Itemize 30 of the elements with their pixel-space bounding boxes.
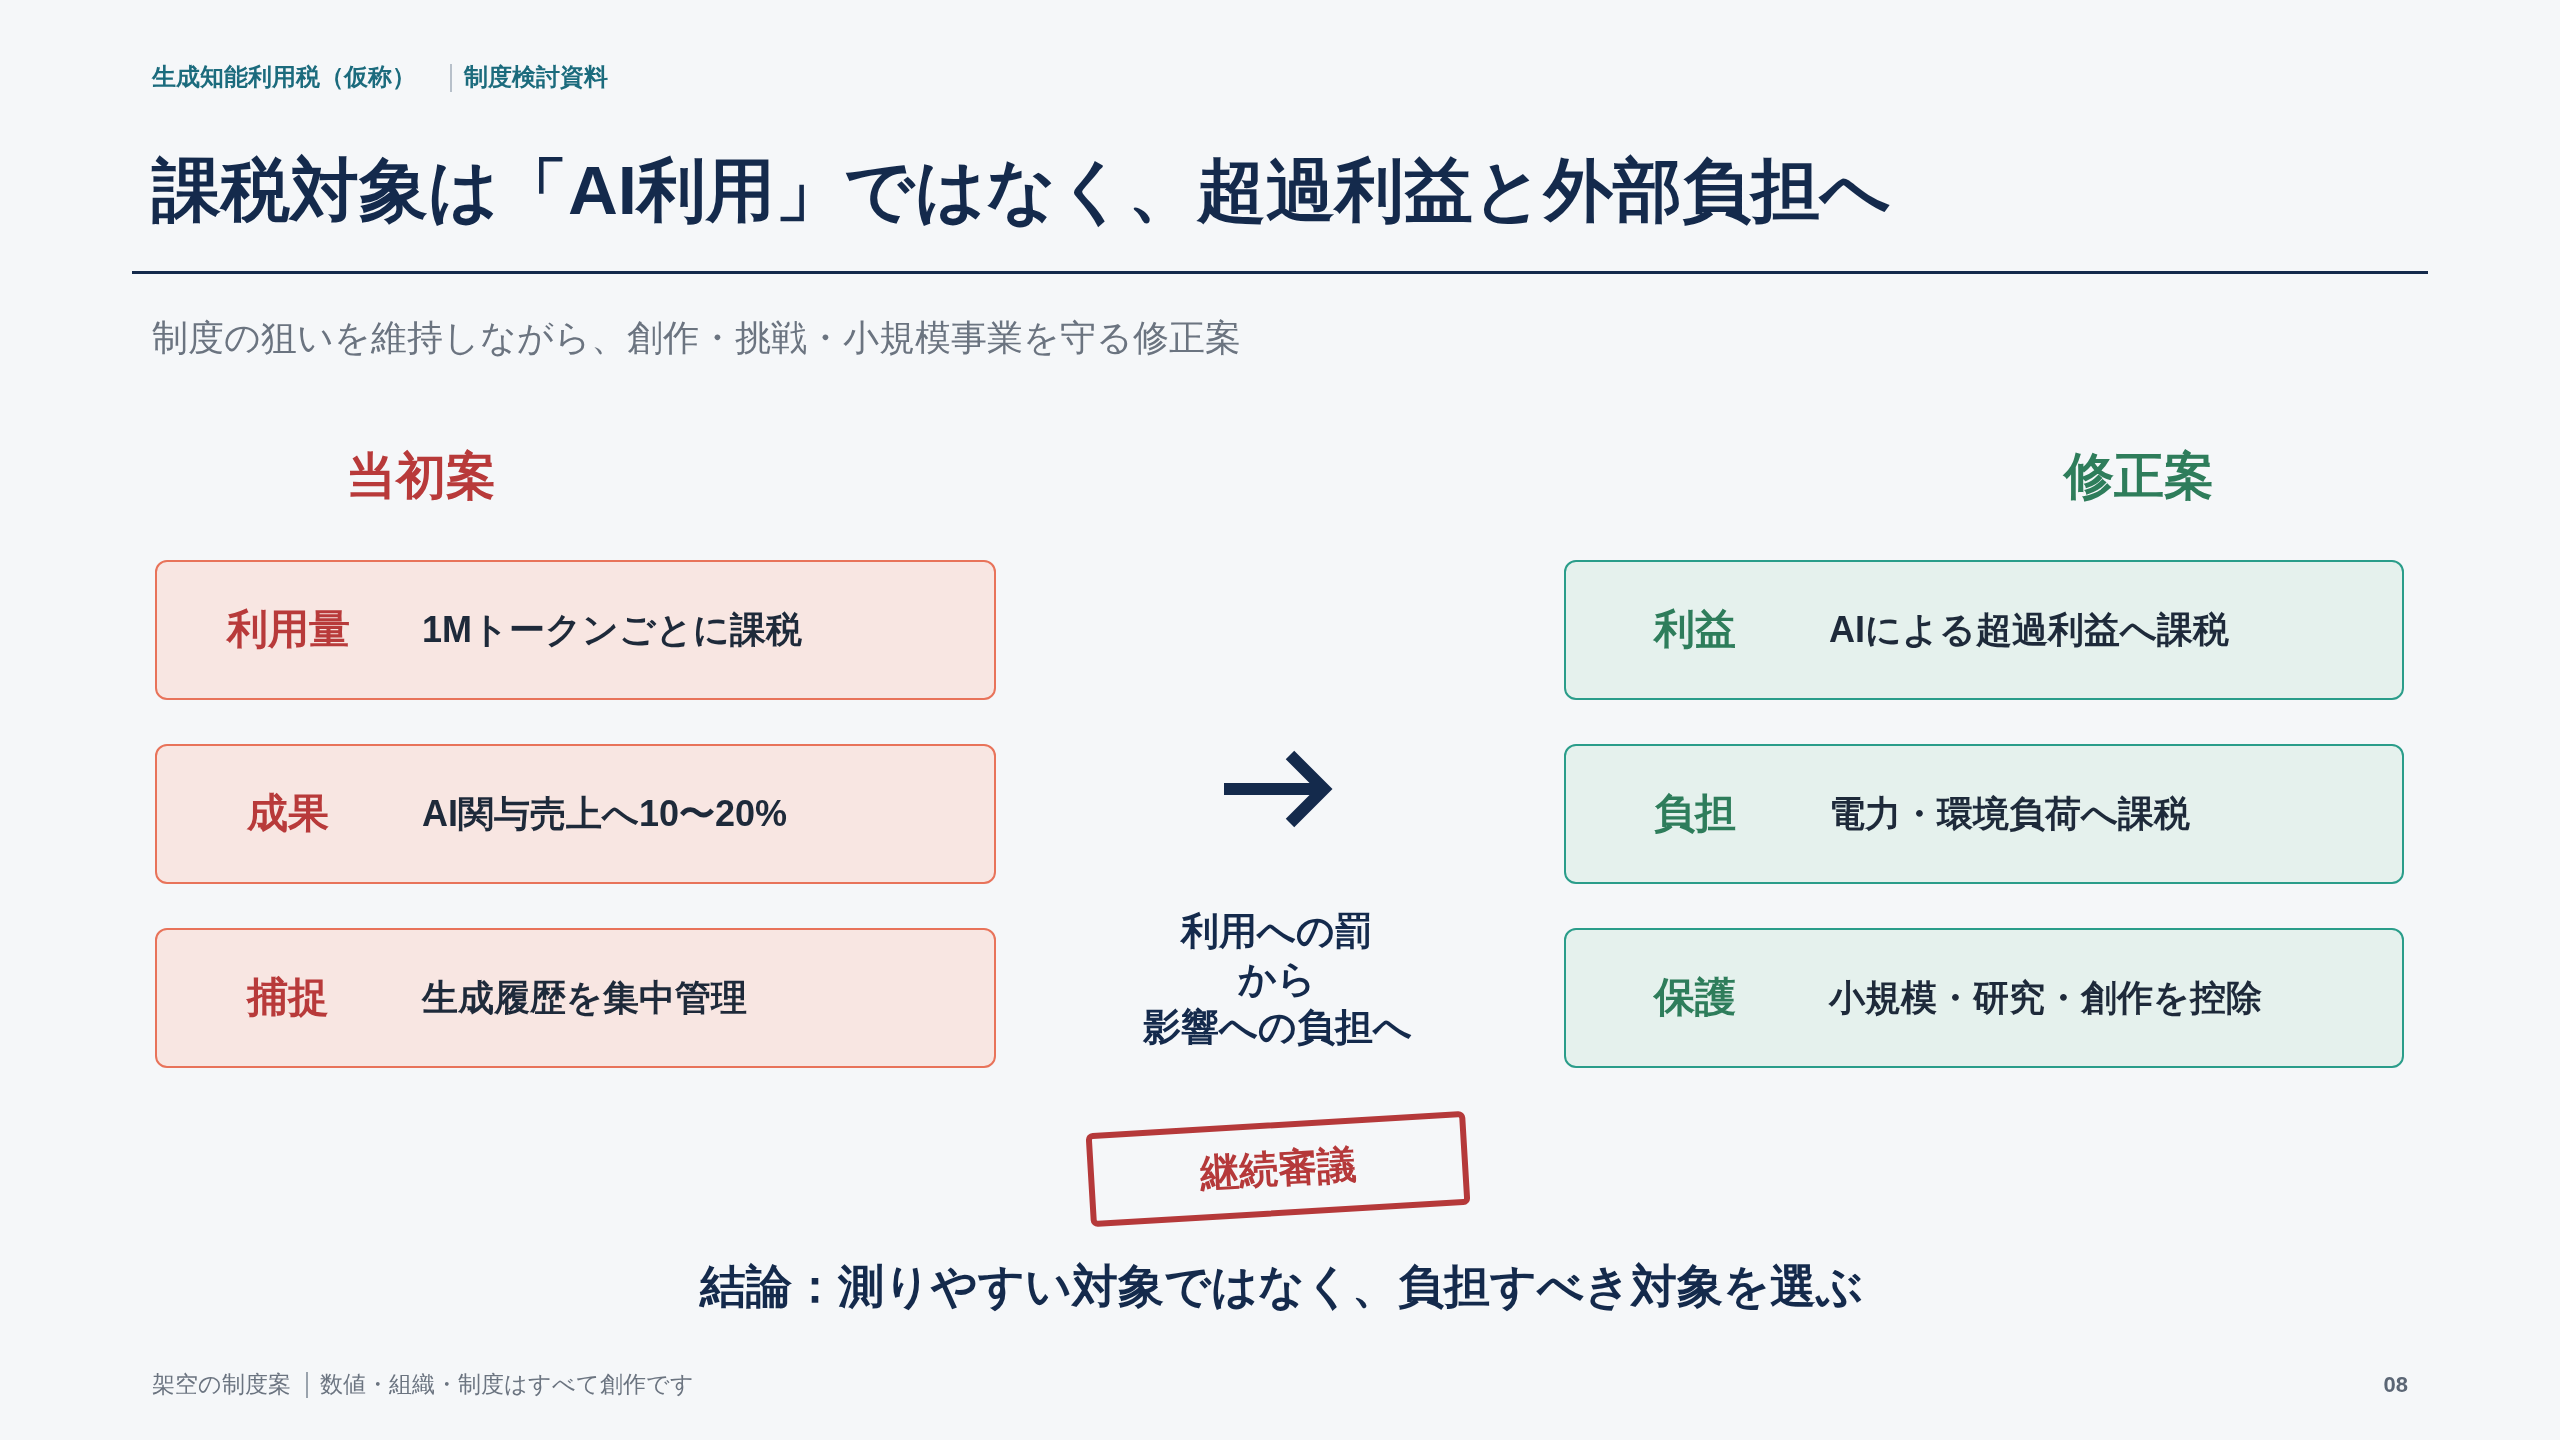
proposal-box	[155, 744, 996, 884]
header-text: 制度検討資料	[464, 62, 608, 92]
transition-note: 利用への罰から影響への負担へ	[1142, 909, 1412, 1050]
page-title: 課税対象は「AI利用」ではなく、超過利益と外部負担へ	[152, 150, 1891, 231]
box-text: AI関与売上へ10〜20%	[422, 792, 788, 836]
box-text: AIによる超過利益へ課税	[1829, 608, 2229, 652]
proposal-box	[1564, 744, 2404, 884]
proposal-box	[1564, 560, 2404, 700]
box-heading: 成果	[247, 789, 329, 839]
page-number: 08	[2383, 1371, 2408, 1399]
stamp: 継続審議	[1085, 1110, 1471, 1228]
box-heading: 利益	[1654, 605, 1736, 655]
box-text: 小規模・研究・創作を控除	[1829, 976, 2262, 1020]
box-text: 電力・環境負荷へ課税	[1829, 792, 2190, 836]
proposal-box	[155, 928, 996, 1068]
box-heading: 捕捉	[247, 973, 329, 1023]
proposal-box	[155, 560, 996, 700]
conclusion-text: 結論：測りやすい対象ではなく、負担すべき対象を選ぶ	[699, 1259, 1863, 1315]
column-heading: 修正案	[2064, 447, 2214, 506]
proposal-box	[1564, 928, 2404, 1068]
box-text: 1Mトークンごとに課税	[422, 608, 802, 652]
column-heading: 当初案	[346, 447, 496, 506]
box-heading: 保護	[1654, 973, 1736, 1023]
box-heading: 負担	[1654, 789, 1736, 839]
header-text: 生成知能利用税（仮称）	[152, 62, 416, 92]
box-heading: 利用量	[226, 605, 350, 655]
footer-note: 数値・組織・制度はすべて創作です	[320, 1371, 694, 1399]
footer-note: 架空の制度案	[152, 1371, 291, 1399]
subtitle: 制度の狙いを維持しながら、創作・挑戦・小規模事業を守る修正案	[152, 316, 1241, 360]
box-text: 生成履歴を集中管理	[422, 976, 747, 1020]
